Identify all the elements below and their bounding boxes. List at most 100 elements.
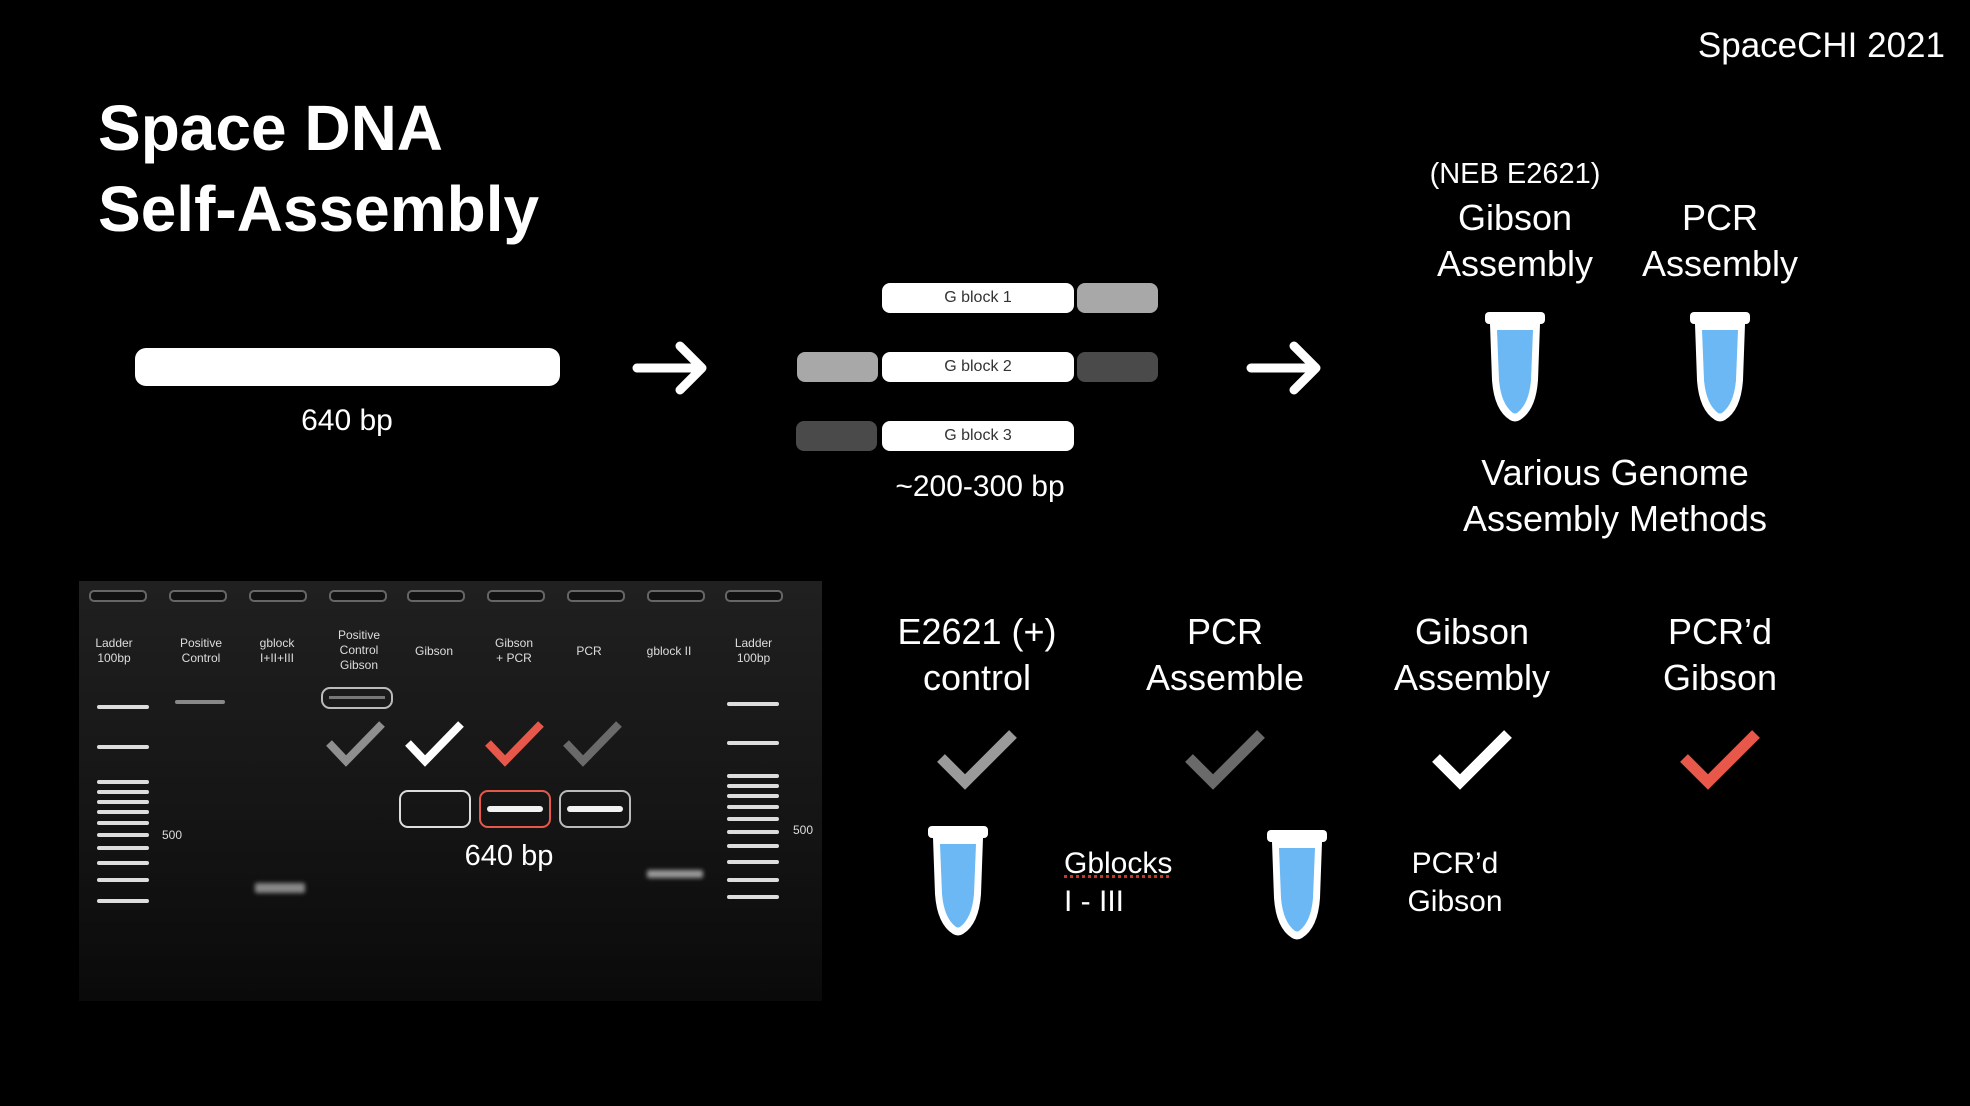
gel-band-label: 640 bp	[464, 840, 554, 872]
test-tube-icon	[1485, 312, 1545, 422]
sample-band	[175, 700, 225, 704]
gblock-3: G block 3	[882, 421, 1074, 451]
ladder-band	[727, 805, 779, 809]
checkmark-icon	[326, 721, 385, 767]
pcr-heading-line1: PCR	[1681, 197, 1758, 238]
ladder-band	[97, 861, 149, 865]
result-heading: Gibson Assembly	[1357, 609, 1587, 701]
gblock-1-overlap	[1077, 283, 1158, 313]
gblock-1: G block 1	[882, 283, 1074, 313]
ladder-band	[727, 702, 779, 706]
tube-label-gblocks: Gblocks I - III	[1064, 845, 1172, 921]
result-heading-line2: Gibson	[1662, 657, 1778, 698]
test-tube-icon	[1690, 312, 1750, 422]
test-tube-icon	[928, 826, 988, 936]
ladder-band	[97, 745, 149, 749]
checkmark-icon	[1185, 730, 1265, 790]
gblock-2-overlap-left	[797, 352, 878, 382]
ladder-band	[727, 878, 779, 882]
gblock-2-overlap-right	[1077, 352, 1158, 382]
ladder-band	[97, 800, 149, 804]
test-tube-icon	[1267, 830, 1327, 940]
ladder-band	[727, 830, 779, 834]
gel-well	[647, 590, 705, 602]
checkmark-icon	[405, 721, 464, 767]
gel-well	[329, 590, 387, 602]
gel-well	[725, 590, 783, 602]
lane-label: PCR	[576, 644, 602, 658]
gibson-heading-line1: Gibson	[1457, 197, 1573, 238]
gblock-2: G block 2	[882, 352, 1074, 382]
ladder-band	[97, 833, 149, 837]
band-box-gibson	[399, 790, 471, 828]
gibson-kit-label: (NEB E2621)	[1429, 158, 1601, 190]
title-line2: Self-Assembly	[98, 173, 540, 245]
ladder-band	[727, 860, 779, 864]
marker-label: 500	[162, 828, 183, 842]
tube-label-line2: I - III	[1064, 885, 1124, 918]
gibson-heading-line2: Assembly	[1436, 243, 1594, 284]
lane-label: Gibson+ PCR	[494, 636, 534, 665]
sample-band	[255, 883, 305, 893]
ladder-band	[97, 705, 149, 709]
checkmark-icon	[937, 730, 1017, 790]
gel-well	[89, 590, 147, 602]
gblock-size-label: ~200-300 bp	[895, 470, 1065, 503]
tube-label-line1: PCR’d	[1411, 847, 1499, 880]
gibson-assembly-heading: Gibson Assembly	[1405, 195, 1625, 287]
pcr-heading-line2: Assembly	[1641, 243, 1799, 284]
checkmark-icon	[563, 721, 622, 767]
result-heading: E2621 (+) control	[862, 609, 1092, 701]
result-heading-line1: E2621 (+)	[897, 611, 1057, 652]
tube-label-line1: Gblocks	[1064, 847, 1173, 880]
positive-control-box	[321, 687, 393, 709]
result-heading-line2: control	[922, 657, 1032, 698]
result-heading-line1: PCR	[1186, 611, 1263, 652]
checkmark-icon	[485, 721, 544, 767]
gel-well	[169, 590, 227, 602]
full-length-label: 640 bp	[301, 404, 393, 437]
ladder-band	[727, 844, 779, 848]
tube-label-pcrd-gibson: PCR’d Gibson	[1385, 845, 1525, 921]
gel-well	[567, 590, 625, 602]
ladder-band	[97, 846, 149, 850]
slide-title: Space DNA Self-Assembly	[98, 88, 539, 250]
methods-caption: Various Genome Assembly Methods	[1410, 450, 1820, 542]
arrow-right-icon	[632, 341, 707, 395]
result-heading-line2: Assembly	[1393, 657, 1551, 698]
ladder-band	[97, 821, 149, 825]
brand-label: SpaceCHI 2021	[1697, 26, 1945, 65]
ladder-band	[727, 895, 779, 899]
gel-well	[487, 590, 545, 602]
gel-well	[407, 590, 465, 602]
band-box-gibson-pcr	[479, 790, 551, 828]
methods-caption-line1: Various Genome	[1481, 452, 1749, 493]
checkmark-icon	[1680, 730, 1760, 790]
gblock-3-overlap	[796, 421, 877, 451]
result-heading-line1: Gibson	[1414, 611, 1530, 652]
pcr-assembly-heading: PCR Assembly	[1610, 195, 1830, 287]
ladder-band	[727, 741, 779, 745]
ladder-band	[97, 790, 149, 794]
ladder-band	[727, 794, 779, 798]
ladder-band	[727, 817, 779, 821]
gel-well	[249, 590, 307, 602]
ladder-band	[727, 774, 779, 778]
lane-label: gblock II	[646, 644, 692, 658]
methods-caption-line2: Assembly Methods	[1462, 498, 1768, 539]
ladder-band	[97, 878, 149, 882]
band-box-pcr	[559, 790, 631, 828]
tube-label-line2: Gibson	[1407, 885, 1503, 918]
ladder-band	[97, 810, 149, 814]
title-line1: Space DNA	[98, 92, 443, 164]
ladder-band	[727, 784, 779, 788]
full-length-dna-bar	[135, 348, 560, 386]
result-heading: PCR’d Gibson	[1605, 609, 1835, 701]
ladder-band	[97, 780, 149, 784]
